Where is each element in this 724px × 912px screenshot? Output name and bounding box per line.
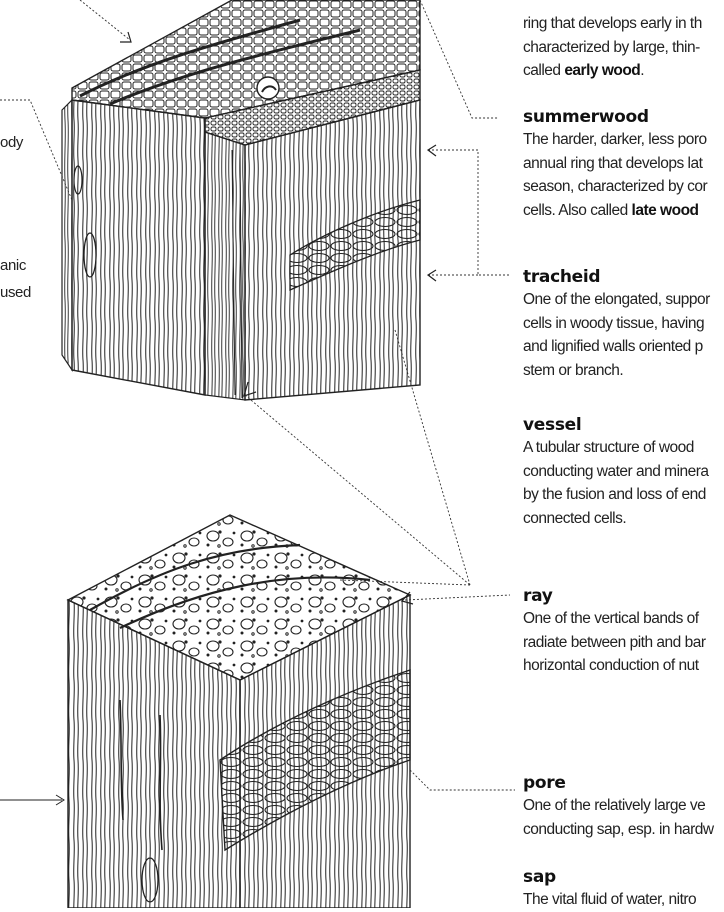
term-ray: ray — [523, 586, 553, 606]
vessel-line-1: A tubular structure of wood — [523, 439, 694, 456]
tracheid-line-2: cells in woody tissue, having — [523, 314, 705, 332]
ray-line-3: horizontal conduction of nut — [523, 657, 699, 674]
term-pore: pore — [523, 773, 566, 793]
tracheid-line-3: and lignified walls oriented p — [523, 338, 703, 355]
entry-summerwood: summerwood The harder, darker, less poro… — [523, 106, 724, 222]
entry-tracheid: tracheid One of the elongated, suppor ce… — [523, 266, 724, 382]
vessel-line-4: connected cells. — [523, 509, 627, 527]
entry-vessel: vessel A tubular structure of wood condu… — [523, 414, 724, 530]
entry-springwood: ring that develops early in th character… — [523, 12, 724, 83]
springwood-line-3: called early wood. — [523, 62, 645, 79]
leader-arrowheads — [120, 31, 437, 605]
summerwood-synonym: late wood — [631, 201, 699, 219]
pore-line-1: One of the relatively large ve — [523, 797, 706, 814]
term-vessel: vessel — [523, 415, 582, 435]
springwood-line-2: characterized by large, thin- — [523, 38, 700, 56]
entry-sap: sap The vital fluid of water, nitro — [523, 866, 724, 912]
left-fragment-b: anic — [0, 257, 26, 274]
term-sap: sap — [523, 867, 556, 887]
leader-lines — [0, 0, 515, 791]
vessel-line-3: by the fusion and loss of end — [523, 486, 706, 503]
springwood-synonym: early wood — [564, 62, 641, 79]
summerwood-line-3: season, characterized by cor — [523, 178, 708, 195]
softwood-block — [61, 0, 421, 401]
term-summerwood: summerwood — [523, 107, 649, 127]
vessel-line-2: conducting water and minera — [523, 462, 709, 480]
summerwood-line-1: The harder, darker, less poro — [523, 131, 707, 148]
summerwood-line-2: annual ring that develops lat — [523, 154, 703, 172]
hardwood-block — [0, 514, 412, 908]
term-tracheid: tracheid — [523, 267, 601, 287]
sap-line-1: The vital fluid of water, nitro — [523, 891, 697, 908]
tracheid-line-4: stem or branch. — [523, 361, 624, 379]
entry-pore: pore One of the relatively large ve cond… — [523, 772, 724, 841]
left-fragment-a: ody — [0, 134, 23, 151]
springwood-line-1: ring that develops early in th — [523, 15, 702, 32]
ray-line-1: One of the vertical bands of — [523, 610, 699, 627]
left-fragment-c: used — [0, 284, 31, 301]
ray-line-2: radiate between pith and bar — [523, 633, 706, 651]
entry-ray: ray One of the vertical bands of radiate… — [523, 585, 724, 678]
pore-line-2: conducting sap, esp. in hardw — [523, 820, 714, 838]
tracheid-line-1: One of the elongated, suppor — [523, 291, 710, 308]
summerwood-line-4: cells. Also called late wood — [523, 201, 699, 219]
